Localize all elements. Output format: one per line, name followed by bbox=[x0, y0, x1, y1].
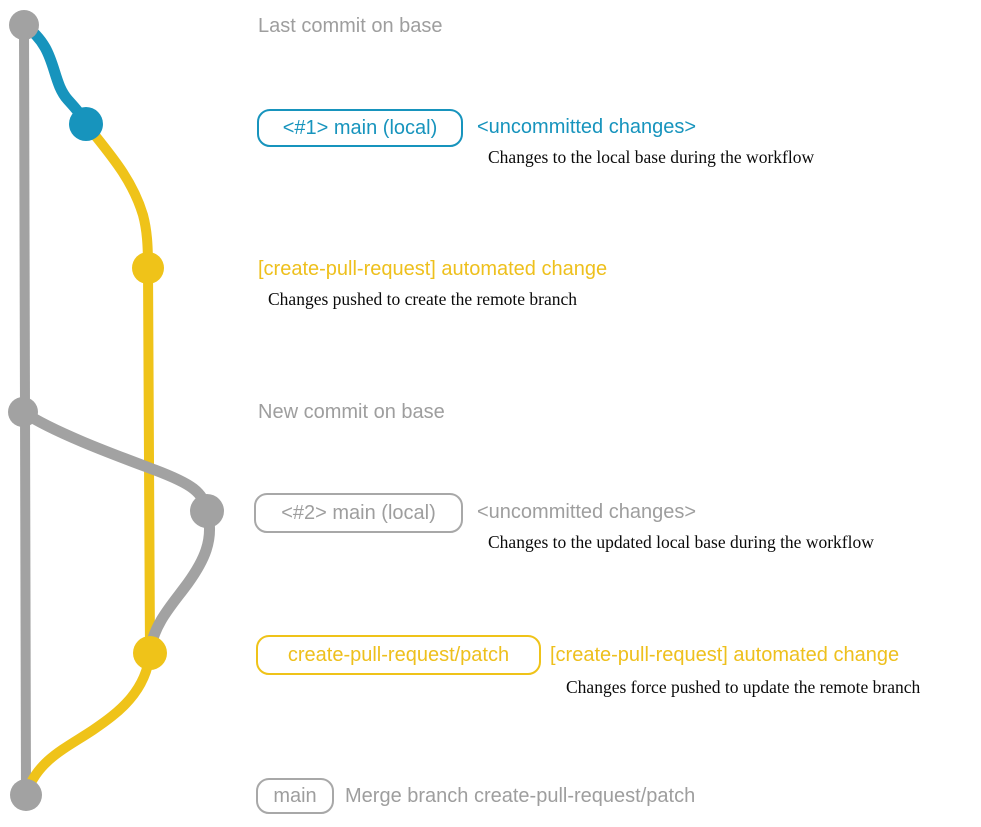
main-local-branch-line bbox=[18, 19, 92, 130]
branch-badge-main-local-2: <#2> main (local) bbox=[254, 493, 463, 533]
branch-badge-patch-label: create-pull-request/patch bbox=[287, 643, 510, 666]
commit-dot-main-local-2 bbox=[190, 494, 224, 528]
branch-badge-main-local-1: <#1> main (local) bbox=[257, 109, 463, 147]
branch-badge-main-local-1-label: <#1> main (local) bbox=[282, 116, 438, 139]
automated-change-title-2: [create-pull-request] automated change bbox=[550, 644, 900, 666]
last-commit-label: Last commit on base bbox=[258, 15, 443, 37]
commit-dot-patch-force-push bbox=[133, 636, 167, 670]
note-force-push-update-remote: Changes force pushed to update the remot… bbox=[566, 677, 921, 697]
branch-badge-main-label: main bbox=[273, 784, 317, 807]
commit-dot-main-local-1 bbox=[69, 107, 103, 141]
uncommitted-changes-label-2: <uncommitted changes> bbox=[477, 501, 697, 523]
main2-to-patch-branch-line bbox=[144, 505, 216, 656]
branch-badge-main: main bbox=[256, 778, 334, 814]
automated-change-title-1: [create-pull-request] automated change bbox=[258, 258, 608, 280]
commit-dot-new-base bbox=[8, 397, 38, 427]
commit-dot-merge bbox=[10, 779, 42, 811]
branch-badge-patch: create-pull-request/patch bbox=[256, 635, 541, 675]
uncommitted-changes-label-1: <uncommitted changes> bbox=[477, 116, 697, 138]
note-local-base-changes: Changes to the local base during the wor… bbox=[488, 147, 815, 167]
branch-badge-main-local-2-label: <#2> main (local) bbox=[281, 501, 436, 524]
commit-dot-last-base bbox=[9, 10, 39, 40]
commit-dot-patch-push bbox=[132, 252, 164, 284]
new-commit-label: New commit on base bbox=[258, 401, 445, 423]
base-to-main2-branch-line bbox=[17, 406, 213, 517]
note-push-create-remote: Changes pushed to create the remote bran… bbox=[268, 289, 578, 309]
merge-commit-message: Merge branch create-pull-request/patch bbox=[345, 785, 696, 807]
note-updated-local-base-changes: Changes to the updated local base during… bbox=[488, 532, 874, 552]
